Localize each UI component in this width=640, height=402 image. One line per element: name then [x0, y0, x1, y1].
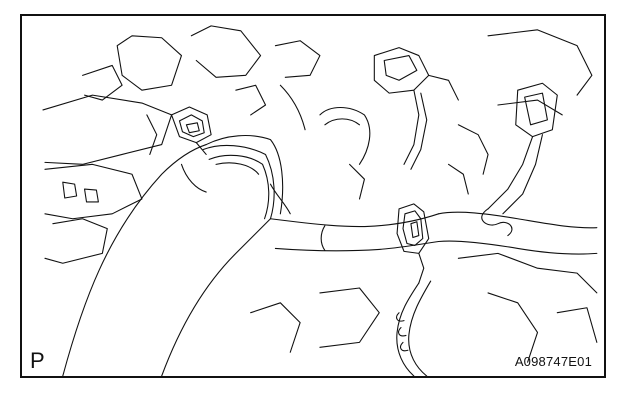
- connector-right: [481, 82, 558, 237]
- hose: [62, 135, 284, 376]
- engine-body: [42, 25, 598, 363]
- wire-harness: [269, 106, 432, 376]
- engine-details: [235, 84, 489, 200]
- pipe: [269, 211, 598, 255]
- diagram-frame: P A098747E01: [20, 14, 606, 378]
- figure-code: A098747E01: [514, 354, 592, 369]
- hose-clamp-small: [396, 203, 430, 284]
- hose-clamp-main: [171, 106, 275, 220]
- view-letter: P: [30, 348, 45, 373]
- hose-clamp-illustration: [42, 25, 598, 376]
- connector-upper: [373, 47, 459, 170]
